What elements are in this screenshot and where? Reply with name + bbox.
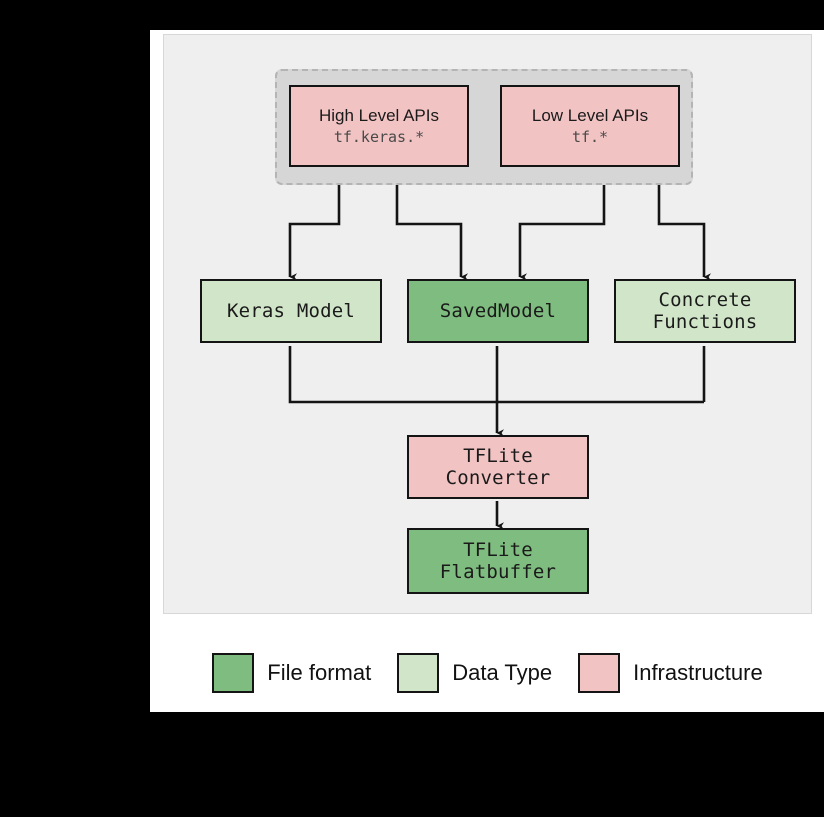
legend-item-file-format: File format — [212, 653, 371, 693]
legend-swatch-data-type — [397, 653, 440, 693]
node-concrete-functions[interactable]: Concrete Functions — [614, 279, 796, 343]
legend-item-infrastructure: Infrastructure — [578, 653, 763, 693]
node-high-level-apis[interactable]: High Level APIs tf.keras.* — [289, 85, 469, 167]
edge-low-level-to-savedmodel — [518, 169, 606, 281]
node-low-level-apis-subtitle: tf.* — [571, 127, 609, 146]
legend-swatch-file-format — [212, 653, 255, 693]
node-tflite-flatbuffer[interactable]: TFLite Flatbuffer — [407, 528, 589, 594]
node-concrete-functions-label-line2: Functions — [652, 311, 758, 333]
node-tflite-converter-label-line1: TFLite — [463, 444, 533, 467]
node-high-level-apis-subtitle: tf.keras.* — [333, 127, 425, 146]
node-tflite-flatbuffer-label-line2: Flatbuffer — [439, 561, 557, 583]
legend-item-data-type: Data Type — [397, 653, 552, 693]
legend: File format Data Type Infrastructure — [163, 638, 812, 708]
node-keras-model-label: Keras Model — [226, 299, 356, 322]
node-tflite-converter-label-line2: Converter — [445, 467, 551, 489]
node-low-level-apis[interactable]: Low Level APIs tf.* — [500, 85, 680, 167]
edge-keras-model-to-merge — [288, 346, 704, 404]
node-low-level-apis-title: Low Level APIs — [531, 105, 649, 125]
legend-label-infrastructure: Infrastructure — [633, 660, 763, 685]
legend-label-file-format: File format — [267, 660, 372, 685]
legend-swatch-infrastructure — [578, 653, 621, 693]
node-tflite-converter[interactable]: TFLite Converter — [407, 435, 589, 499]
node-concrete-functions-label-line1: Concrete — [658, 288, 752, 311]
legend-label-data-type: Data Type — [452, 660, 553, 685]
node-savedmodel[interactable]: SavedModel — [407, 279, 589, 343]
node-high-level-apis-title: High Level APIs — [318, 105, 439, 125]
edge-high-level-to-keras-model — [288, 169, 341, 281]
node-savedmodel-label: SavedModel — [439, 299, 557, 322]
diagram-card: High Level APIs tf.keras.* Low Level API… — [150, 30, 824, 712]
diagram-panel: High Level APIs tf.keras.* Low Level API… — [163, 34, 812, 614]
edge-high-level-to-savedmodel — [395, 169, 468, 281]
edge-low-level-to-concrete-functions — [657, 169, 711, 281]
node-keras-model[interactable]: Keras Model — [200, 279, 382, 343]
node-tflite-flatbuffer-label-line1: TFLite — [463, 538, 533, 561]
